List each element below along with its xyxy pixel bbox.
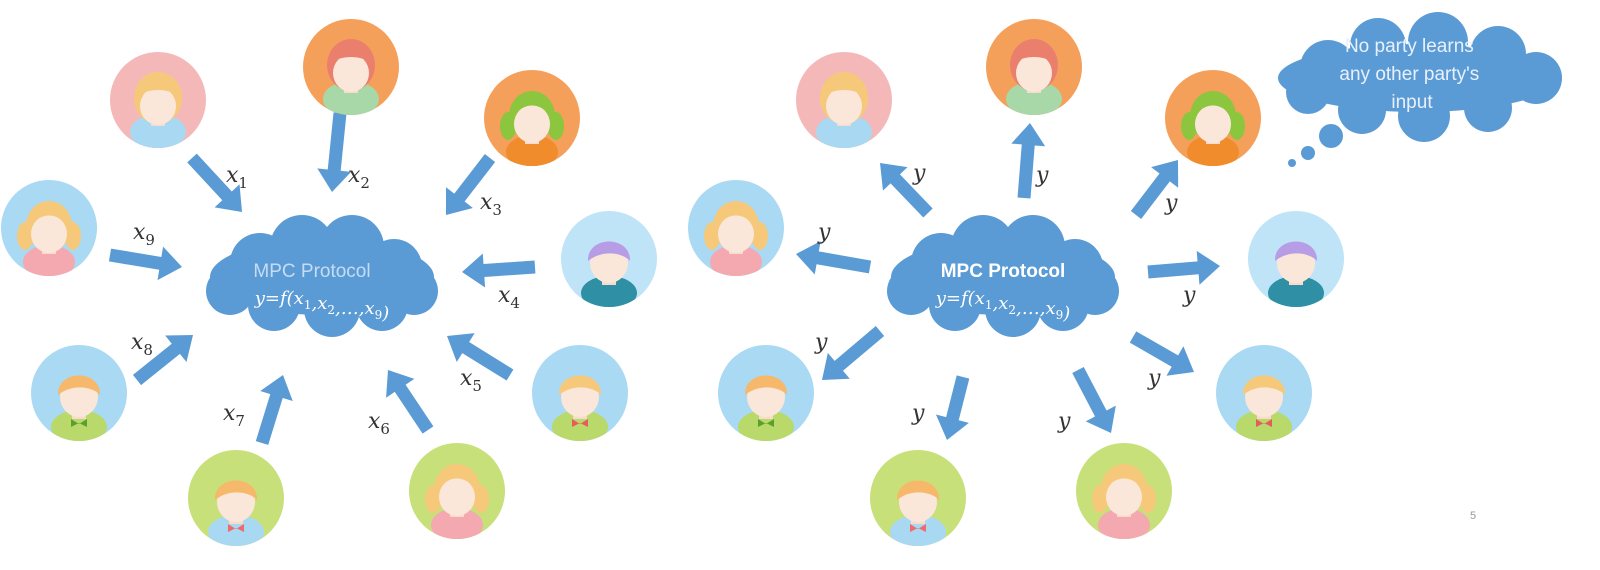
right-output-arrow-5 [1129,331,1194,376]
right-party-avatar-8 [718,345,814,441]
right-protocol-formula: y=f(x1,x2,…,x9) [935,288,1071,324]
left-party-avatar-4 [561,211,657,307]
page-number: 5 [1470,510,1476,522]
left-input-label-5: x5 [460,366,482,395]
right-output-label-4: y [1182,283,1196,308]
left-input-arrow-2 [317,112,352,192]
left-party-avatar-7 [188,450,284,546]
right-output-label-7: y [911,401,925,426]
right-output-arrow-8 [821,326,885,381]
right-output-label-5: y [1147,366,1161,391]
left-input-arrow-9 [108,246,182,281]
right-output-label-9: y [817,220,831,245]
thought-dot-medium [1301,146,1315,160]
left-party-avatar-1 [110,52,206,148]
left-avatars [1,19,657,546]
left-input-label-3: x3 [480,190,502,219]
left-party-avatar-9 [1,180,97,276]
left-input-labels: x1 x2 x3 x4 x5 x6 x7 x8 x9 [131,163,520,438]
right-avatars [688,19,1344,546]
right-output-arrow-7 [935,375,970,441]
right-party-avatar-2 [986,19,1082,115]
left-input-label-7: x7 [223,401,245,430]
right-output-arrow-6 [1072,366,1116,433]
right-output-labels: y y y y y y y y y [814,161,1196,434]
left-protocol-formula: y=f(x1,x2,…,x9) [254,288,390,324]
thought-dot-small [1288,159,1296,167]
thought-bubble [1278,12,1562,167]
left-input-arrow-5 [447,333,514,381]
left-input-label-9: x9 [133,220,155,249]
left-party-avatar-8 [31,345,127,441]
right-output-arrow-9 [796,241,872,275]
thought-line-2: any other party's [1339,64,1479,85]
right-party-avatar-5 [1216,345,1312,441]
left-input-arrow-8 [132,335,194,386]
left-input-label-1: x1 [226,163,248,192]
left-input-label-6: x6 [368,409,390,438]
right-output-arrow-2 [1011,123,1046,199]
right-output-label-3: y [1164,191,1178,216]
thought-dot-large [1319,124,1343,148]
right-output-arrow-4 [1147,250,1221,285]
right-party-avatar-9 [688,180,784,276]
right-party-avatar-3 [1165,70,1261,166]
left-party-avatar-2 [303,19,399,115]
left-input-label-8: x8 [131,330,153,359]
left-input-arrow-3 [445,154,496,215]
right-output-label-1: y [912,161,926,186]
right-output-label-2: y [1035,163,1049,188]
right-party-avatar-4 [1248,211,1344,307]
right-party-avatar-6 [1076,443,1172,539]
right-protocol-title: MPC Protocol [941,261,1066,282]
left-party-avatar-3 [484,70,580,166]
right-output-arrows [796,123,1221,441]
left-party-avatar-6 [409,443,505,539]
left-input-arrow-1 [187,153,243,213]
left-input-arrow-7 [255,375,293,445]
left-input-arrow-6 [386,370,434,434]
left-input-label-4: x4 [498,283,520,312]
left-panel: MPC Protocol y=f(x1,x2,…,x9) [1,19,657,546]
right-output-label-6: y [1057,409,1071,434]
thought-line-1: No party learns [1345,36,1474,57]
thought-text: No party learns any other party's input [1339,36,1484,113]
thought-line-3: input [1391,92,1433,113]
right-panel: MPC Protocol y=f(x1,x2,…,x9) [688,12,1562,546]
right-party-avatar-7 [870,450,966,546]
left-protocol-title: MPC Protocol [253,261,370,282]
left-party-avatar-5 [532,345,628,441]
left-input-arrow-4 [462,253,536,288]
right-party-avatar-1 [796,52,892,148]
right-output-arrow-3 [1130,160,1179,219]
right-output-arrow-1 [879,162,933,218]
left-input-label-2: x2 [348,163,370,192]
right-output-label-8: y [814,330,828,355]
left-input-arrows [108,112,536,445]
